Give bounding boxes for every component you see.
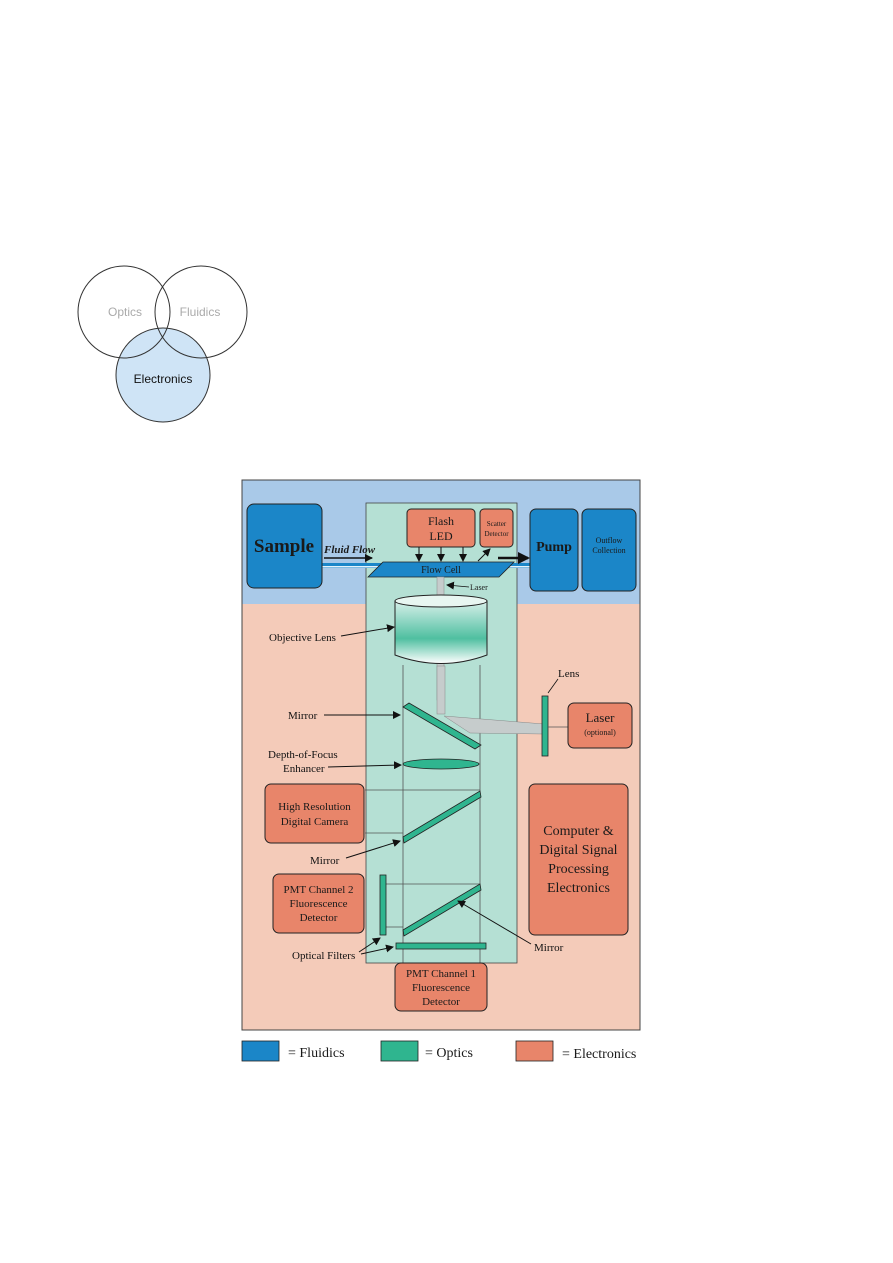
mirror-bottom: [402, 883, 482, 937]
venn-diagram: Optics Fluidics Electronics: [77, 265, 248, 423]
diagram-frame: [241, 479, 641, 1031]
dof-label-1: Depth-of-Focus: [268, 749, 338, 761]
pmt2-label-1: PMT Channel 2: [283, 884, 353, 896]
mirror-middle: [402, 790, 482, 844]
mirror-bottom-label: Mirror: [534, 942, 564, 954]
pump-box: [529, 508, 579, 592]
laser-box: [567, 702, 633, 749]
legend-optics-swatch: [380, 1040, 419, 1062]
mirror-middle-label: Mirror: [310, 855, 340, 867]
dof-label-2: Enhancer: [283, 763, 325, 775]
mirror-top-label: Mirror: [288, 710, 318, 722]
outflow-collection-box: [581, 508, 637, 592]
legend-electronics-label: = Electronics: [562, 1047, 636, 1062]
laser-small-label: Laser: [470, 583, 488, 592]
camera-label-2: Digital Camera: [281, 816, 349, 828]
venn-optics-label: Optics: [108, 305, 142, 319]
objective-lens-top: [394, 594, 488, 608]
objective-lens-pointer: [340, 624, 395, 637]
flow-cell-label: Flow Cell: [421, 565, 461, 576]
pmt2-box: [272, 873, 365, 934]
sample-label: Sample: [254, 536, 314, 557]
laser-small-pointer: [446, 581, 470, 590]
depth-of-focus-enhancer: [402, 758, 480, 770]
flash-led-label-1: Flash: [428, 514, 454, 528]
pmt1-label-3: Detector: [422, 996, 460, 1008]
scatter-arrow: [477, 548, 491, 562]
pump-label: Pump: [536, 540, 572, 555]
venn-optics-circle: [77, 265, 171, 359]
camera-box: [264, 783, 365, 844]
computer-label-3: Processing: [548, 862, 609, 877]
legend-fluidics-label: = Fluidics: [288, 1046, 345, 1061]
mirror-middle-pointer: [345, 839, 401, 859]
pmt2-label-2: Fluorescence: [289, 898, 347, 910]
legend-electronics-swatch: [515, 1040, 554, 1062]
imaging-beam: [436, 665, 446, 715]
optical-filters-pointer-1: [358, 937, 381, 953]
legend: = Fluidics = Optics = Electronics: [241, 1040, 636, 1062]
flash-led-label-2: LED: [429, 529, 453, 543]
optical-filters-label: Optical Filters: [292, 950, 355, 962]
mirror-top: [402, 702, 482, 750]
scatter-detector-label-1: Scatter: [487, 520, 507, 528]
laser-optional-label: (optional): [584, 728, 616, 737]
computer-label-4: Electronics: [547, 881, 610, 896]
laser-label: Laser: [586, 710, 616, 725]
computer-box: [528, 783, 629, 936]
optical-filter-horizontal: [395, 942, 487, 950]
venn-electronics-label: Electronics: [134, 372, 193, 386]
optical-filters-pointer-2: [360, 944, 394, 955]
pmt2-label-3: Detector: [300, 912, 338, 924]
side-lens: [541, 695, 549, 757]
pmt1-label-1: PMT Channel 1: [406, 968, 476, 980]
venn-fluidics-label: Fluidics: [180, 305, 221, 319]
pmt1-label-2: Fluorescence: [412, 982, 470, 994]
legend-optics-label: = Optics: [425, 1046, 473, 1061]
side-lens-label: Lens: [558, 668, 579, 680]
objective-lens-label: Objective Lens: [269, 632, 336, 644]
legend-fluidics-swatch: [241, 1040, 280, 1062]
computer-label-2: Digital Signal: [539, 843, 617, 858]
outflow-collection-label-1: Outflow: [596, 536, 623, 545]
camera-label-1: High Resolution: [278, 801, 351, 813]
optical-filter-vertical: [379, 874, 387, 936]
flow-cell: [367, 561, 515, 578]
fluid-flow-label: Fluid Flow: [323, 544, 376, 556]
system-diagram: Sample Fluid Flow Flash LED Scatter Dete…: [241, 479, 641, 1031]
dof-pointer: [327, 761, 402, 770]
venn-electronics-circle: [115, 327, 211, 423]
scatter-detector-label-2: Detector: [484, 530, 509, 538]
computer-label-1: Computer &: [543, 824, 613, 839]
mirror-bottom-pointer: [457, 900, 532, 945]
objective-lens: [394, 600, 488, 664]
side-lens-pointer: [547, 678, 559, 694]
sample-box: [246, 503, 323, 589]
scatter-detector-box: [479, 508, 514, 548]
pmt1-box: [394, 962, 488, 1012]
venn-fluidics-circle: [154, 265, 248, 359]
outflow-collection-label-2: Collection: [592, 546, 625, 555]
